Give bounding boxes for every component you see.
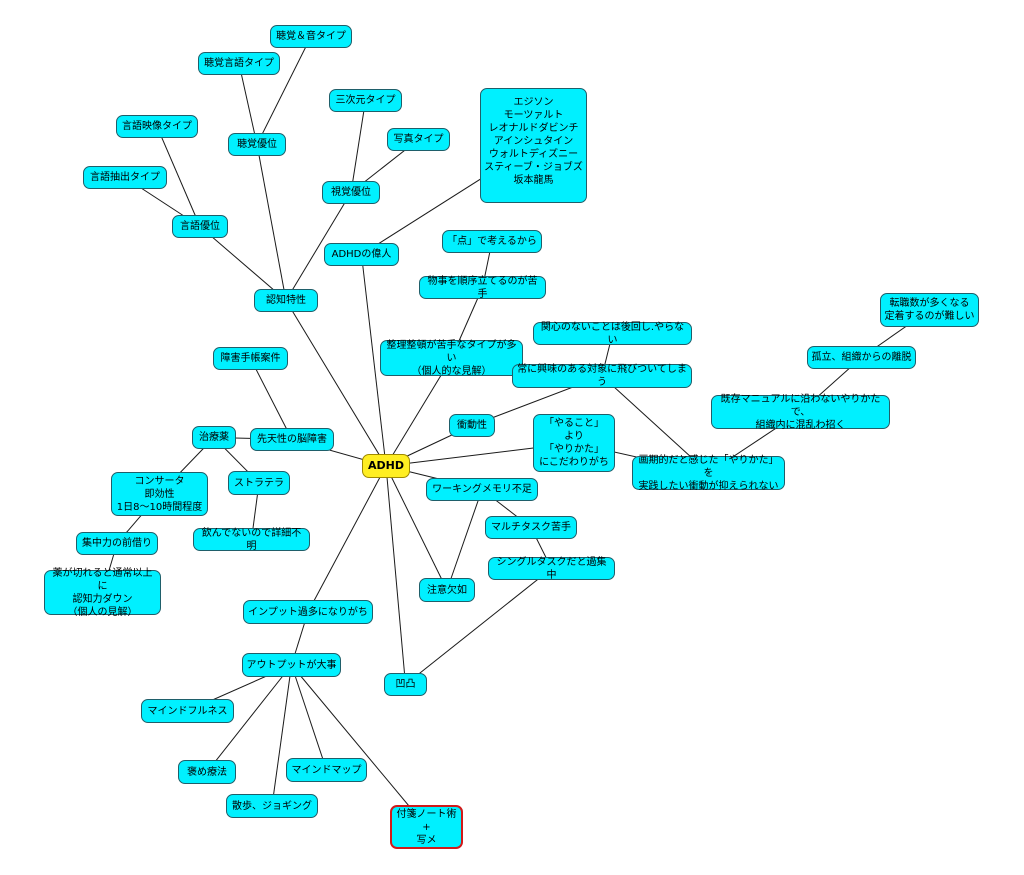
node-dots[interactable]: 「点」で考えるから <box>442 230 542 253</box>
edge-adhd-bumpy <box>385 465 406 685</box>
edge-adhd-input-excess <box>307 465 387 613</box>
node-auditory-verbal[interactable]: 聴覚言語タイプ <box>198 52 280 75</box>
edge-adhd-cognition <box>285 300 387 467</box>
edge-auditory-auditory-sound <box>256 36 312 145</box>
edge-cognition-auditory <box>256 144 287 301</box>
edge-verbal-verbal-image <box>156 126 201 227</box>
edge-auditory-auditory-verbal <box>238 63 258 145</box>
node-interest[interactable]: 常に興味のある対象に飛びついてしまう <box>512 364 692 388</box>
edge-working-memory-inattention <box>446 489 483 591</box>
node-mindmap[interactable]: マインドマップ <box>286 758 367 782</box>
node-singletask[interactable]: シングルタスクだと過集中 <box>488 557 615 581</box>
edge-output-mindmap <box>291 664 327 771</box>
edge-adhd-organize <box>385 357 452 467</box>
node-multitask[interactable]: マルチタスク苦手 <box>485 516 577 539</box>
edge-cognition-verbal <box>199 226 287 301</box>
node-disability-card[interactable]: 障害手帳案件 <box>213 347 288 370</box>
edge-adhd-greats <box>361 254 387 467</box>
node-congenital[interactable]: 先天性の脳障害 <box>250 428 334 451</box>
node-auditory-sound[interactable]: 聴覚＆音タイプ <box>270 25 352 48</box>
node-unknown[interactable]: 飲んでないので詳細不明 <box>193 528 310 552</box>
node-bumpy[interactable]: 凹凸 <box>384 673 427 696</box>
node-borrow[interactable]: 集中力の前借り <box>76 532 158 555</box>
node-how[interactable]: 「やること」 より 「やりかた」 にこだわりがち <box>533 414 615 472</box>
node-isolation[interactable]: 孤立、組織からの離脱 <box>807 346 916 369</box>
node-wearoff[interactable]: 薬が切れると通常以上に 認知力ダウン （個人の見解） <box>44 568 161 618</box>
edge-output-praise <box>206 664 292 773</box>
node-walk[interactable]: 散歩、ジョギング <box>226 794 318 818</box>
node-jobhop[interactable]: 転職数が多くなる 定着するのが難しい <box>880 293 979 327</box>
node-adhd[interactable]: ADHD <box>362 454 410 478</box>
edge-singletask-bumpy <box>405 568 552 685</box>
node-epoch[interactable]: 画期的だと感じた「やりかた」を 実践したい衝動が抑えられない <box>632 455 785 492</box>
node-strattera[interactable]: ストラテラ <box>228 471 290 495</box>
node-auditory[interactable]: 聴覚優位 <box>228 133 286 156</box>
edge-adhd-inattention <box>385 465 448 591</box>
node-verbal-image[interactable]: 言語映像タイプ <box>116 115 198 138</box>
node-visual-photo[interactable]: 写真タイプ <box>387 128 450 151</box>
node-verbal[interactable]: 言語優位 <box>172 215 228 238</box>
node-inattention[interactable]: 注意欠如 <box>419 578 475 602</box>
edge-visual-visual-3d <box>350 100 366 193</box>
node-manual[interactable]: 既存マニュアルに沿わないやりかたで、 組織内に混乱わ招く <box>711 394 890 431</box>
node-concerta[interactable]: コンサータ 即効性 1日8〜10時間程度 <box>111 472 208 516</box>
node-output[interactable]: アウトプットが大事 <box>242 653 341 677</box>
node-cognition[interactable]: 認知特性 <box>254 289 318 312</box>
edge-output-sticky <box>291 664 427 828</box>
node-visual-3d[interactable]: 三次元タイプ <box>329 89 402 112</box>
node-working-memory[interactable]: ワーキングメモリ不足 <box>426 478 538 501</box>
node-visual[interactable]: 視覚優位 <box>322 181 380 204</box>
node-medication[interactable]: 治療薬 <box>192 426 236 449</box>
node-input-excess[interactable]: インプット過多になりがち <box>243 600 373 624</box>
node-greats[interactable]: ADHDの偉人 <box>324 243 399 266</box>
edge-congenital-disability-card <box>250 358 293 440</box>
node-organize[interactable]: 整理整頓が苦手なタイプが多い （個人的な見解） <box>380 340 523 377</box>
node-praise[interactable]: 褒め療法 <box>178 760 236 784</box>
node-sticky[interactable]: 付箋ノート術 + 写メ <box>390 805 463 849</box>
node-impulsive[interactable]: 衝動性 <box>449 414 495 437</box>
node-mindfulness[interactable]: マインドフルネス <box>141 699 234 723</box>
node-ordering[interactable]: 物事を順序立てるのが苦手 <box>419 276 546 300</box>
node-postpone[interactable]: 関心のないことは後回し.やらない <box>533 322 692 346</box>
node-verbal-extract[interactable]: 言語抽出タイプ <box>83 166 167 189</box>
node-greats-list[interactable]: エジソン モーツァルト レオナルドダビンチ アインシュタイン ウォルトディズニー… <box>480 88 587 203</box>
edge-output-walk <box>271 664 292 807</box>
edge-cognition-visual <box>285 192 352 301</box>
